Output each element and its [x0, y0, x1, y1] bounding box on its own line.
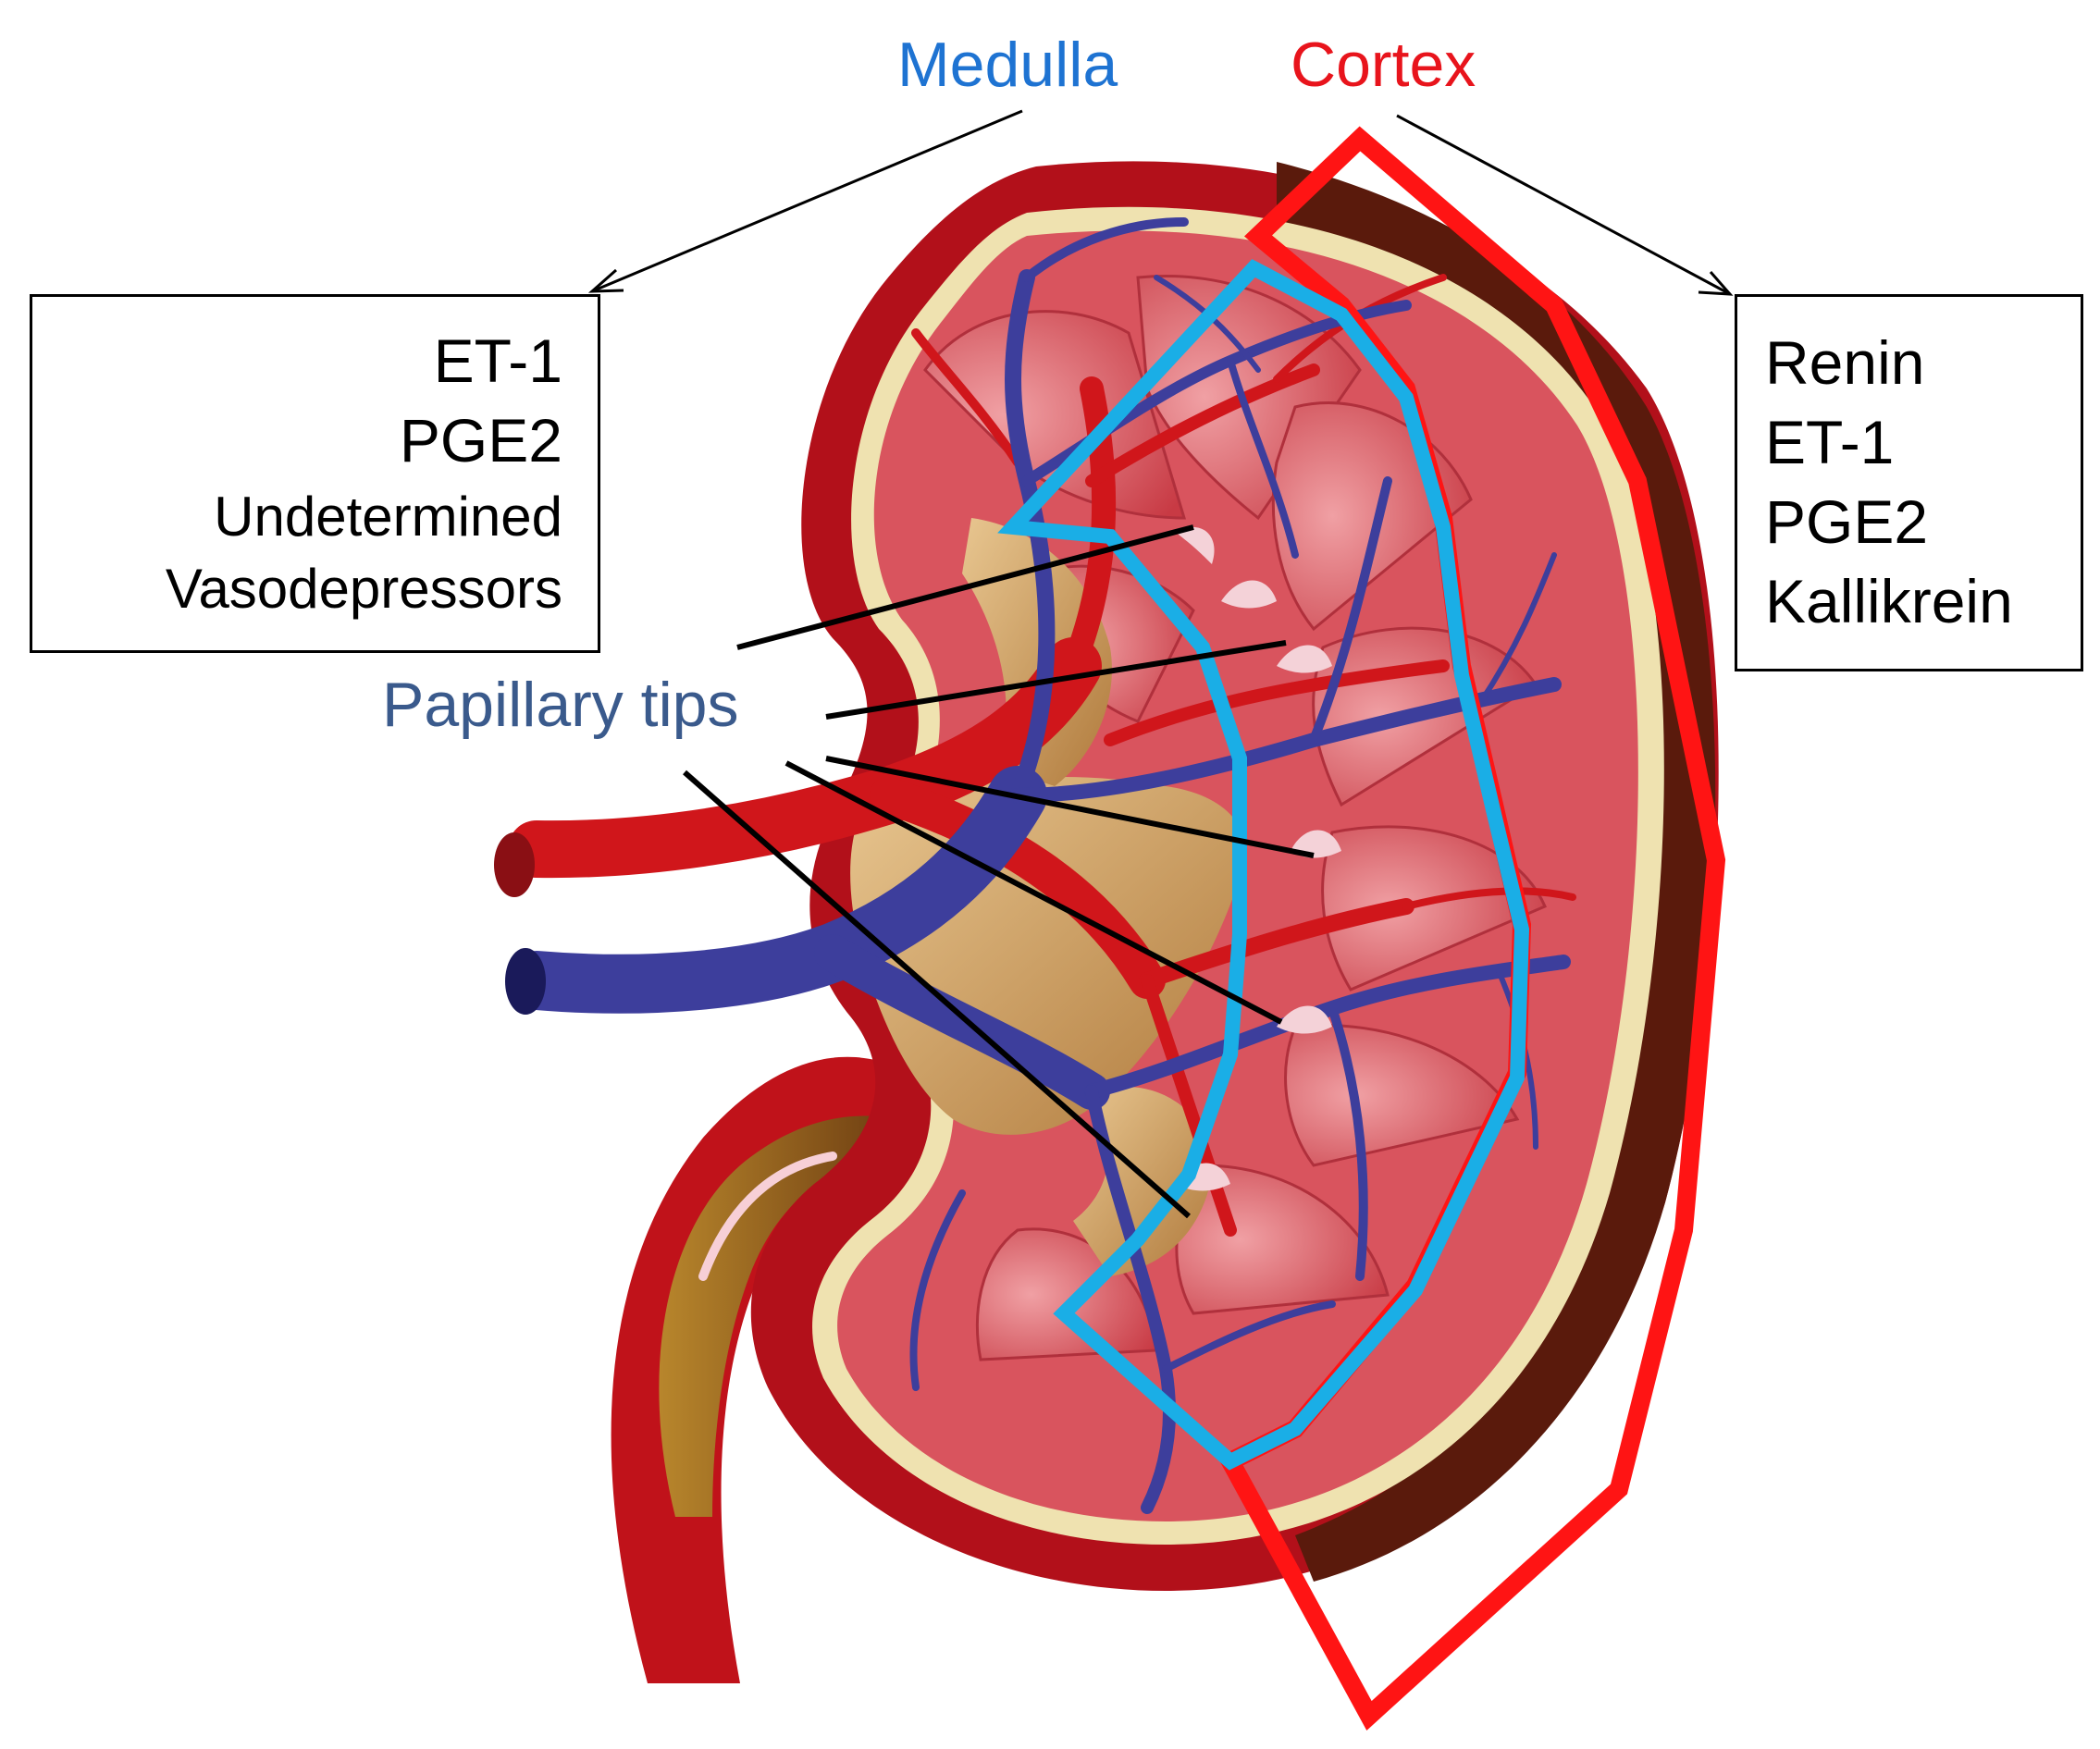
medulla-item-vasodepressors: Vasodepressors	[165, 557, 562, 620]
medulla-label: Medulla	[897, 30, 1118, 100]
cortex-substances-box: Renin ET-1 PGE2 Kallikrein	[1735, 294, 2083, 671]
ureter	[611, 1056, 934, 1683]
cortex-item-kallikrein: Kallikrein	[1765, 566, 2013, 635]
cortex-item-pge2: PGE2	[1765, 487, 1929, 556]
papillary-tips-label: Papillary tips	[382, 670, 739, 740]
medulla-item-pge2: PGE2	[399, 406, 562, 474]
medulla-item-undetermined: Undetermined	[214, 485, 562, 548]
renal-artery-end	[494, 832, 535, 897]
papillary-tip-pointers	[683, 524, 1315, 1219]
medulla-substances-box: ET-1 PGE2 Undetermined Vasodepressors	[30, 294, 600, 653]
cortex-item-et1: ET-1	[1765, 408, 1895, 477]
papilla-highlights	[1175, 526, 1341, 1191]
cortex-label: Cortex	[1291, 30, 1476, 100]
medulla-item-et1: ET-1	[433, 326, 562, 396]
callout-arrows	[587, 109, 1734, 296]
medulla-region-outline	[997, 259, 1530, 1471]
cortex-item-renin: Renin	[1765, 328, 1925, 398]
renal-vein-end	[505, 948, 546, 1015]
